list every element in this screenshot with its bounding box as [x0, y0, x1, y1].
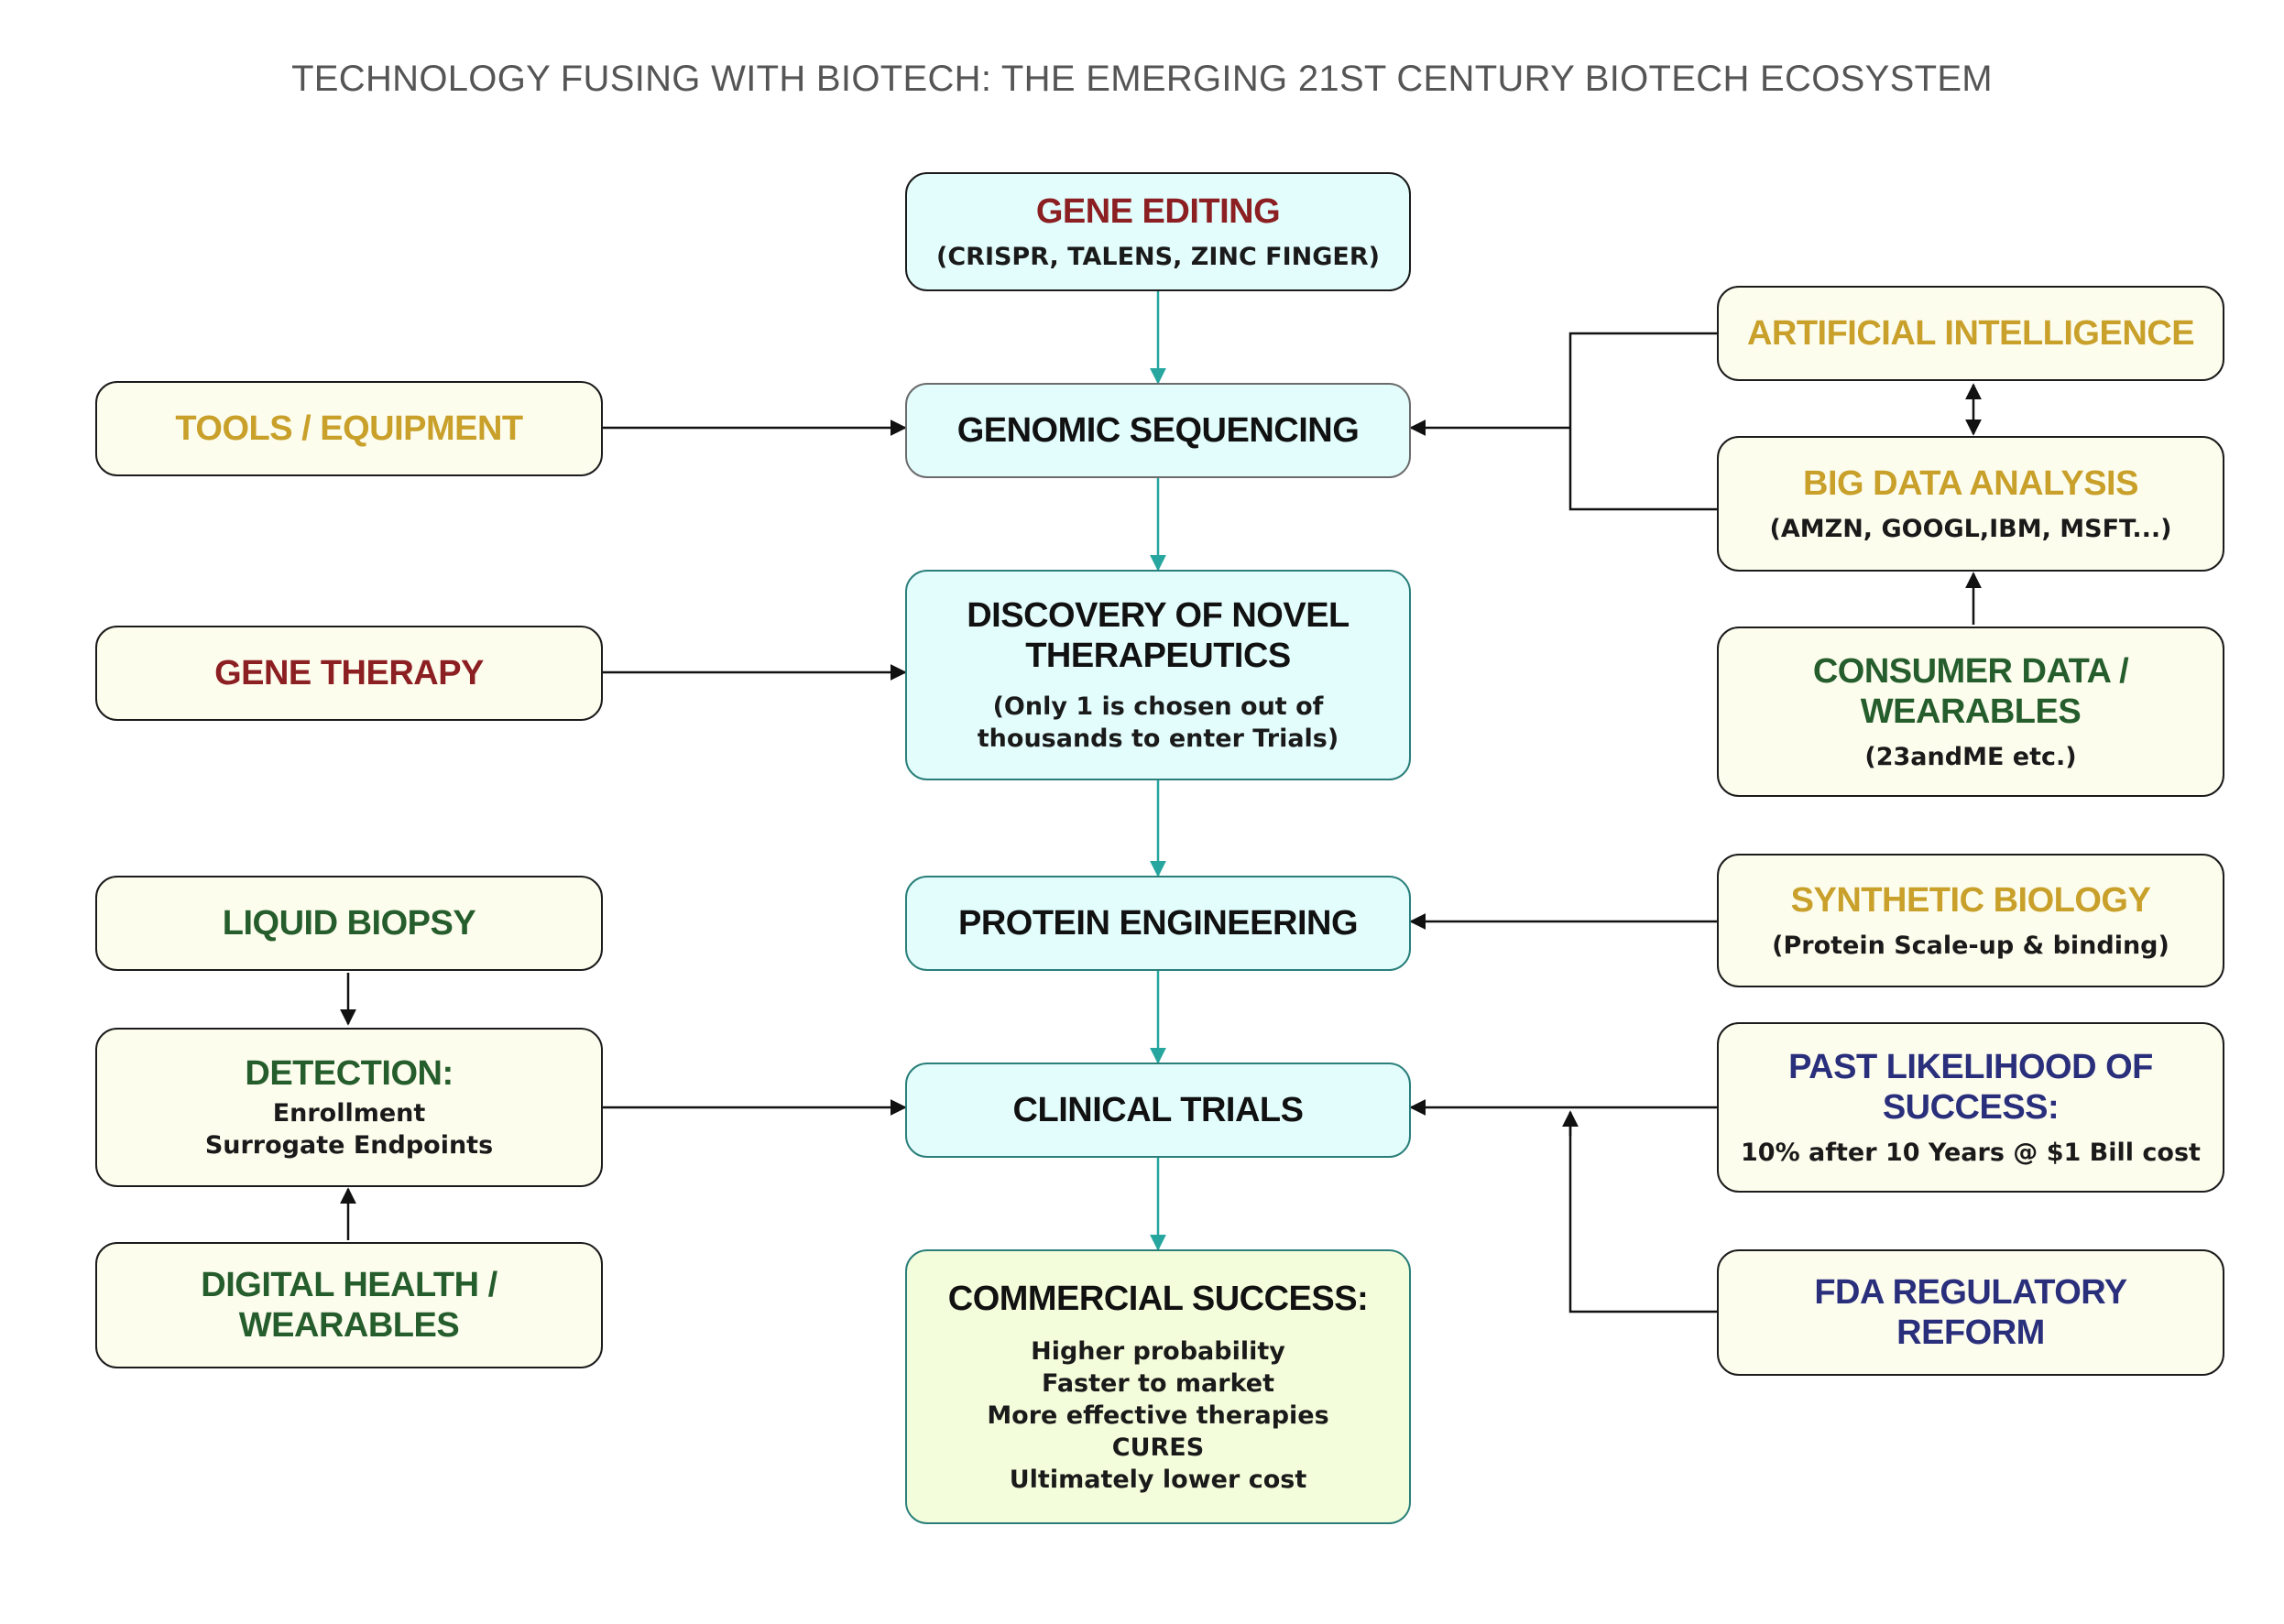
digital-health-box: DIGITAL HEALTH / WEARABLES: [95, 1242, 603, 1368]
gene-editing-heading: GENE EDITING: [1035, 191, 1281, 231]
big-data-box: BIG DATA ANALYSIS (AMZN, GOOGL,IBM, MSFT…: [1717, 436, 2224, 572]
digital-health-heading: DIGITAL HEALTH / WEARABLES: [201, 1266, 497, 1345]
gene-therapy-heading: GENE THERAPY: [214, 654, 484, 692]
big-data-heading: BIG DATA ANALYSIS: [1803, 463, 2138, 503]
consumer-data-box: CONSUMER DATA / WEARABLES (23andME etc.): [1717, 627, 2224, 797]
synthetic-biology-box: SYNTHETIC BIOLOGY (Protein Scale-up & bi…: [1717, 854, 2224, 987]
line-fda-connector: [1568, 1123, 1717, 1313]
commercial-success-box: COMMERCIAL SUCCESS: Higher probability F…: [905, 1249, 1411, 1524]
artificial-intelligence-box: ARTIFICIAL INTELLIGENCE: [1717, 286, 2224, 381]
consumer-data-detail: (23andME etc.): [1864, 742, 2077, 771]
past-likelihood-heading: PAST LIKELIHOOD OF SUCCESS:: [1788, 1047, 2153, 1127]
clinical-trials-box: CLINICAL TRIALS: [905, 1063, 1411, 1158]
past-likelihood-detail: 10% after 10 Years @ $1 Bill cost: [1741, 1138, 2201, 1167]
left-flow-arrows: [340, 420, 907, 1240]
detection-detail: Enrollment Surrogate Endpoints: [204, 1099, 494, 1160]
bracket-ai-bigdata: [1568, 332, 1717, 511]
liquid-biopsy-box: LIQUID BIOPSY: [95, 876, 603, 971]
consumer-data-heading: CONSUMER DATA / WEARABLES: [1812, 651, 2129, 731]
artificial-intelligence-heading: ARTIFICIAL INTELLIGENCE: [1746, 314, 2195, 353]
discovery-detail: (Only 1 is chosen out of thousands to en…: [977, 692, 1339, 753]
commercial-success-detail: Higher probability Faster to market More…: [987, 1336, 1329, 1494]
gene-editing-box: GENE EDITING (CRISPR, TALENS, ZINC FINGE…: [905, 172, 1411, 291]
tools-equipment-box: TOOLS / EQUIPMENT: [95, 381, 603, 476]
synthetic-biology-detail: (Protein Scale-up & binding): [1772, 931, 2169, 960]
genomic-sequencing-heading: GENOMIC SEQUENCING: [956, 411, 1360, 450]
gene-editing-detail: (CRISPR, TALENS, ZINC FINGER): [936, 242, 1380, 271]
fda-reform-heading: FDA REGULATORY REFORM: [1814, 1273, 2127, 1352]
genomic-sequencing-box: GENOMIC SEQUENCING: [905, 383, 1411, 478]
big-data-detail: (AMZN, GOOGL,IBM, MSFT...): [1769, 514, 2172, 543]
detection-box: DETECTION: Enrollment Surrogate Endpoint…: [95, 1028, 603, 1187]
diagram-title: TECHNOLOGY FUSING WITH BIOTECH: THE EMER…: [291, 59, 1993, 99]
clinical-trials-heading: CLINICAL TRIALS: [1012, 1091, 1304, 1129]
tools-equipment-heading: TOOLS / EQUIPMENT: [175, 409, 523, 448]
gene-therapy-box: GENE THERAPY: [95, 626, 603, 721]
discovery-box: DISCOVERY OF NOVEL THERAPEUTICS (Only 1 …: [905, 570, 1411, 780]
fda-reform-box: FDA REGULATORY REFORM: [1717, 1249, 2224, 1376]
protein-engineering-box: PROTEIN ENGINEERING: [905, 876, 1411, 971]
commercial-success-heading: COMMERCIAL SUCCESS:: [947, 1279, 1369, 1318]
protein-engineering-heading: PROTEIN ENGINEERING: [958, 904, 1359, 943]
synthetic-biology-heading: SYNTHETIC BIOLOGY: [1790, 880, 2151, 920]
right-flow-arrows: [1409, 332, 1982, 1313]
past-likelihood-box: PAST LIKELIHOOD OF SUCCESS: 10% after 10…: [1717, 1022, 2224, 1193]
discovery-heading: DISCOVERY OF NOVEL THERAPEUTICS: [967, 596, 1350, 675]
liquid-biopsy-heading: LIQUID BIOPSY: [222, 904, 476, 943]
detection-heading: DETECTION:: [245, 1054, 454, 1093]
